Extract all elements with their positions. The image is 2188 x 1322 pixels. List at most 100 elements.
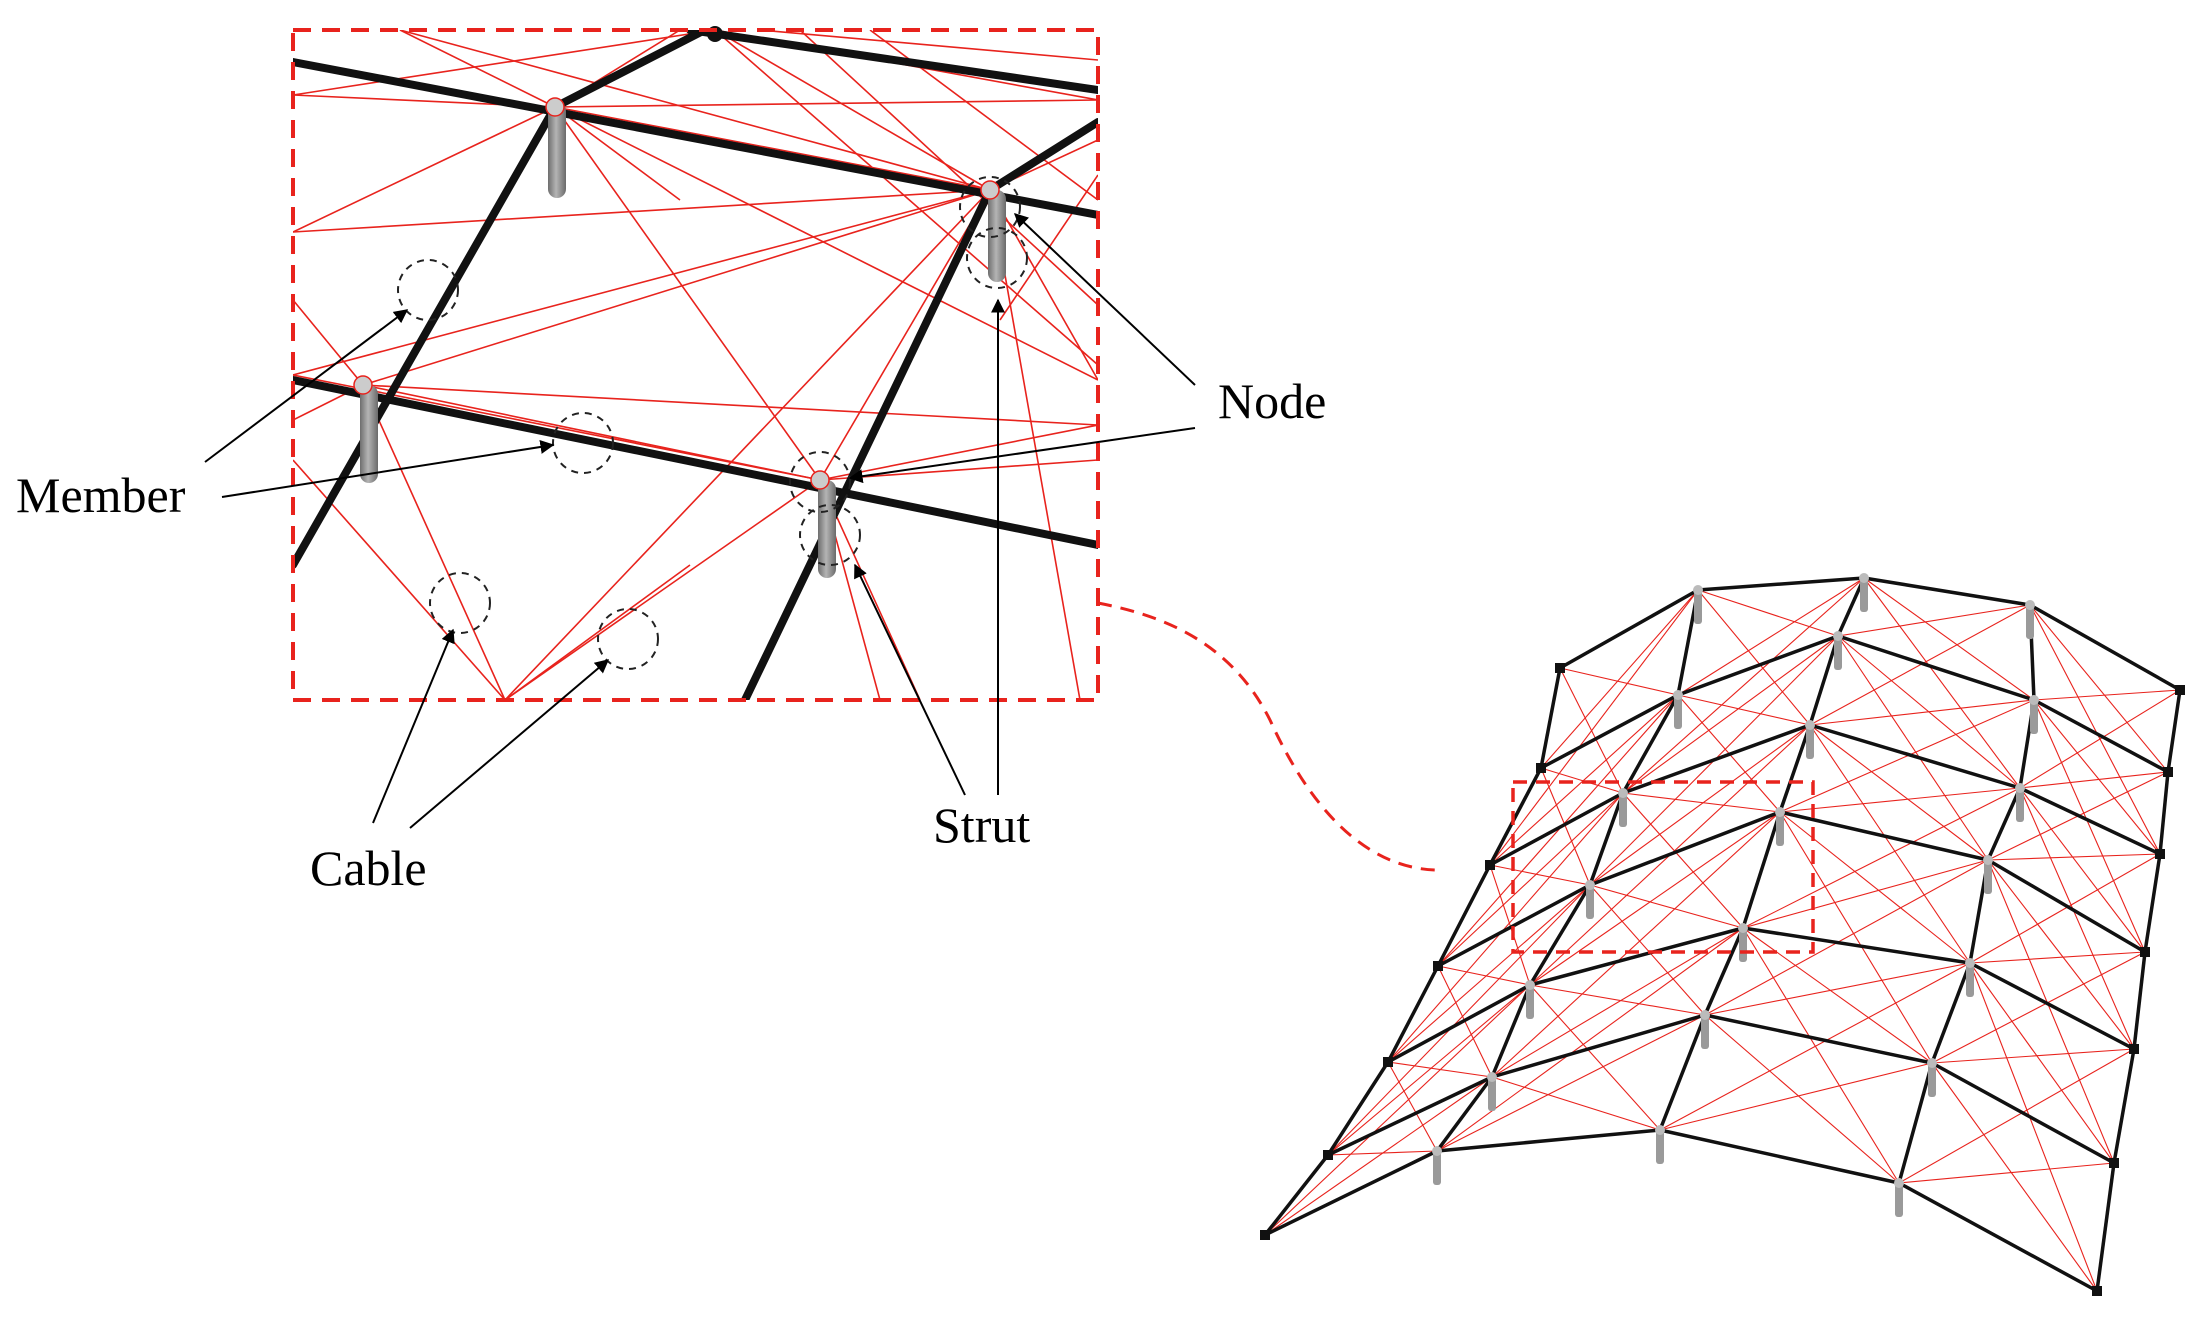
overview-cable bbox=[2029, 604, 2161, 855]
overview-support-node bbox=[1433, 961, 1443, 971]
overview-member bbox=[2158, 771, 2170, 855]
overview-cable bbox=[1677, 694, 1811, 726]
overview-support-node bbox=[1260, 1230, 1270, 1240]
overview-member bbox=[1491, 1013, 1706, 1079]
overview-node bbox=[1833, 631, 1843, 641]
overview-strut bbox=[1776, 812, 1784, 846]
overview-node bbox=[1983, 855, 1993, 865]
overview-cable bbox=[1677, 577, 1865, 696]
overview-node bbox=[1618, 788, 1628, 798]
overview-member bbox=[1741, 811, 1782, 929]
overview-strut bbox=[2016, 788, 2024, 822]
overview-member bbox=[1588, 792, 1625, 886]
overview-strut bbox=[1984, 860, 1992, 894]
cable-arrow bbox=[409, 659, 610, 829]
overview-cable bbox=[1931, 1062, 2098, 1292]
node bbox=[353, 375, 373, 395]
leader-arrows bbox=[204, 213, 1196, 829]
detail-connector bbox=[1097, 601, 1436, 872]
member-arrow bbox=[204, 309, 409, 463]
overview-support-node bbox=[2140, 947, 2150, 957]
strut-callout-circle bbox=[966, 227, 1028, 289]
overview-cable bbox=[1529, 811, 1781, 986]
overview-cable bbox=[1931, 1048, 2135, 1064]
overview-member bbox=[1436, 864, 1492, 967]
node-label: Node bbox=[1218, 373, 1327, 429]
overview-cable bbox=[1969, 962, 2115, 1164]
overview-node bbox=[1859, 573, 1869, 583]
strut-label: Strut bbox=[933, 797, 1031, 853]
overview-support-node bbox=[1555, 663, 1565, 673]
overview-member bbox=[1488, 767, 1543, 866]
overview-cable bbox=[1436, 1014, 1706, 1152]
overview-cable bbox=[1969, 951, 2146, 964]
overview-cable bbox=[1589, 884, 1744, 929]
overview-member bbox=[1703, 927, 1745, 1016]
overview-strut bbox=[1806, 725, 1814, 759]
overview-member bbox=[1659, 1128, 1900, 1185]
overview-cable bbox=[1559, 667, 1624, 794]
overview-cable bbox=[1529, 984, 1706, 1016]
overview-member bbox=[1490, 984, 1532, 1078]
overview-strut bbox=[1895, 1183, 1903, 1217]
cable-arrow bbox=[372, 628, 455, 824]
overview-strut bbox=[1701, 1015, 1709, 1049]
strut-callout-circle bbox=[799, 504, 861, 566]
overview-cable bbox=[2033, 699, 2146, 953]
overview-cable bbox=[1387, 1061, 1493, 1078]
node bbox=[810, 470, 830, 490]
overview-cable bbox=[1704, 962, 1971, 1016]
overview-cable bbox=[1987, 853, 2161, 861]
overview-cable bbox=[1898, 1162, 2115, 1184]
overview-support-node bbox=[2163, 767, 2173, 777]
overview-structure bbox=[1260, 573, 2185, 1296]
overview-cable bbox=[1437, 694, 1679, 967]
overview-cable bbox=[1779, 787, 2021, 813]
overview-cable bbox=[1264, 1076, 1493, 1236]
overview-cable bbox=[1622, 635, 1839, 794]
overview-member bbox=[1898, 1181, 2098, 1293]
overview-member bbox=[1987, 858, 2146, 954]
overview-member bbox=[1540, 693, 1679, 770]
overview-support-node bbox=[2175, 685, 2185, 695]
overview-support-node bbox=[2129, 1044, 2139, 1054]
overview-cable bbox=[1697, 589, 1811, 726]
detail-box bbox=[291, 28, 1100, 702]
overview-member bbox=[1704, 1013, 1933, 1065]
overview-support-node bbox=[2155, 849, 2165, 859]
overview-node bbox=[1775, 807, 1785, 817]
overview-member bbox=[1931, 1061, 2115, 1165]
overview-cable bbox=[1491, 1076, 1661, 1131]
overview-cable bbox=[1540, 767, 1591, 886]
overview-node bbox=[1738, 923, 1748, 933]
zoom-indicator-box bbox=[1511, 780, 1815, 954]
overview-member bbox=[2019, 786, 2161, 856]
overview-member bbox=[1436, 1128, 1661, 1153]
overview-node bbox=[1805, 720, 1815, 730]
overview-cable bbox=[1622, 577, 1865, 794]
overview-node bbox=[1927, 1058, 1937, 1068]
overview-member bbox=[1697, 576, 1865, 592]
overview-cable bbox=[1704, 1014, 1900, 1184]
overview-strut bbox=[1694, 590, 1702, 624]
overview-cable bbox=[1837, 604, 2031, 637]
member-arrow bbox=[221, 440, 555, 498]
overview-cable bbox=[2019, 787, 2146, 953]
overview-member bbox=[1387, 983, 1531, 1064]
overview-cable bbox=[1559, 667, 1679, 696]
overview-member bbox=[2033, 698, 2169, 774]
overview-cable bbox=[1987, 859, 2135, 1050]
overview-cable bbox=[2033, 699, 2161, 855]
overview-strut bbox=[1966, 963, 1974, 997]
detail-nodes bbox=[353, 26, 1000, 490]
node-arrow bbox=[848, 427, 1196, 484]
overview-node bbox=[1585, 880, 1595, 890]
overview-strut bbox=[2026, 605, 2034, 639]
node bbox=[980, 180, 1000, 200]
overview-node bbox=[1487, 1072, 1497, 1082]
overview-support-node bbox=[1323, 1150, 1333, 1160]
overview-cable bbox=[2029, 604, 2169, 773]
overview-node bbox=[2015, 783, 2025, 793]
strut bbox=[360, 385, 378, 483]
overview-cable bbox=[1489, 589, 1699, 866]
